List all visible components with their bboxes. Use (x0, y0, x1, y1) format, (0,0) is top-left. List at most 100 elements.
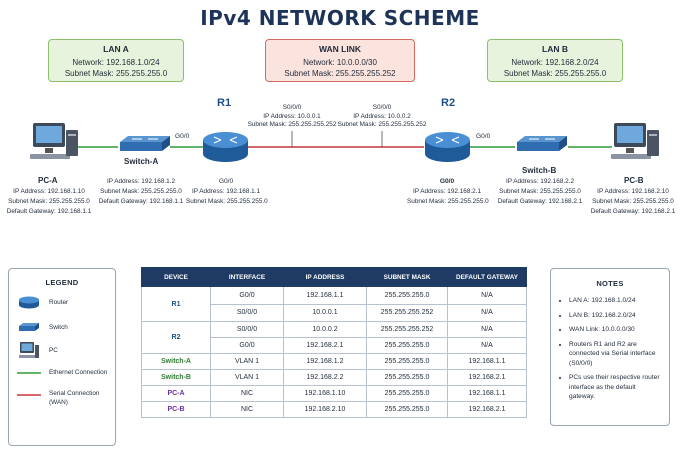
table-row: G0/0 192.168.2.1 255.255.255.0 N/A (142, 337, 527, 354)
legend-switch-label: Switch (49, 323, 68, 331)
legend-pc-label: PC (49, 346, 58, 354)
legend-router: Router (17, 295, 68, 309)
th-ip: IP ADDRESS (283, 267, 367, 287)
pc-b-info: IP Address: 192.168.2.10 Subnet Mask: 25… (590, 187, 676, 217)
table-row: PC-A NIC 192.168.1.10 255.255.255.0 192.… (141, 385, 527, 402)
lan-a-box: LAN A Network: 192.168.1.0/24 Subnet Mas… (48, 39, 184, 82)
r1-serial-ip: IP Address: 10.0.0.1 (263, 113, 321, 120)
cell-iface: G0/0 (210, 286, 284, 305)
r2-serial-ip: IP Address: 10.0.0.2 (353, 113, 411, 120)
pc-a-mask: Subnet Mask: 255.255.255.0 (8, 198, 90, 205)
r1-g-mask: Subnet Mask: 255.255.255.0 (186, 198, 268, 205)
note-item: Routers R1 and R2 are connected via Seri… (569, 340, 663, 369)
cell-device-pc-a: PC-A (141, 385, 211, 402)
cell-mask: 255.255.255.0 (366, 353, 448, 370)
cell-iface: NIC (210, 385, 284, 402)
r1-g-info: G0/0 IP Address: 192.168.1.1 Subnet Mask… (186, 177, 268, 207)
cell-mask: 255.255.255.252 (366, 321, 448, 338)
cell-gw: 192.168.2.1 (447, 369, 527, 386)
note-item: PCs use their respective router interfac… (569, 373, 663, 402)
r2-label: R2 (441, 97, 456, 109)
switch-a-mask: Subnet Mask: 255.255.255.0 (100, 188, 182, 195)
cell-gw: 192.168.2.1 (447, 401, 527, 418)
table-row: Switch-A VLAN 1 192.168.1.2 255.255.255.… (141, 353, 527, 370)
router-icon (19, 296, 39, 309)
legend-router-label: Router (49, 298, 69, 306)
serial-line-icon (17, 394, 41, 396)
pc-a-gw: Default Gateway: 192.168.1.1 (6, 208, 92, 215)
cell-iface: S0/0/0 (210, 303, 284, 322)
r1-serial-port: S0/0/0 (282, 104, 302, 111)
th-device: DEVICE (141, 267, 211, 287)
pc-icon (19, 342, 39, 358)
th-mask: SUBNET MASK (366, 267, 448, 287)
r1-g-ip: IP Address: 192.168.1.1 (191, 188, 261, 195)
address-table: DEVICE INTERFACE IP ADDRESS SUBNET MASK … (141, 267, 527, 418)
switch-b-name: Switch-B (522, 166, 557, 175)
cell-mask: 255.255.255.0 (366, 369, 448, 386)
cell-gw: 192.168.1.1 (447, 353, 527, 370)
switch-a-ip: IP Address: 192.168.1.2 (106, 178, 176, 185)
switch-b-ip: IP Address: 192.168.2.2 (505, 178, 575, 185)
r1-serial-mask: Subnet Mask: 255.255.255.252 (247, 121, 337, 128)
switch-b-icon (517, 136, 567, 151)
switch-a-name: Switch-A (124, 157, 159, 166)
lan-a-title: LAN A (103, 44, 129, 54)
r2-serial-mask: Subnet Mask: 255.255.255.252 (337, 121, 427, 128)
notes-list: LAN A: 192.168.1.0/24 LAN B: 192.168.2.0… (557, 296, 663, 402)
cell-device-r2: R2 (141, 321, 211, 354)
note-item: LAN A: 192.168.1.0/24 (569, 296, 663, 306)
table-row: PC-B NIC 192.168.2.10 255.255.255.0 192.… (141, 401, 527, 418)
switch-icon (19, 323, 39, 331)
table-row: R2 S0/0/0 10.0.0.2 255.255.255.252 N/A (141, 321, 527, 354)
cell-device-r1: R1 (141, 286, 211, 322)
cell-mask: 255.255.255.0 (366, 385, 448, 402)
cell-iface: S0/0/0 (210, 321, 284, 338)
wan-link-box: WAN LINK Network: 10.0.0.0/30 Subnet Mas… (265, 39, 415, 82)
switch-b-mask: Subnet Mask: 255.255.255.0 (499, 188, 581, 195)
lan-b-title: LAN B (542, 44, 568, 54)
cell-ip: 192.168.1.2 (283, 353, 367, 370)
pc-b-ip: IP Address: 192.168.2.10 (597, 188, 669, 195)
cell-gw: 192.168.1.1 (447, 385, 527, 402)
cell-gw: N/A (447, 321, 527, 338)
th-gateway: DEFAULT GATEWAY (447, 267, 527, 287)
topology-diagram (30, 123, 659, 162)
pc-b-name: PC-B (624, 176, 644, 185)
cell-ip: 192.168.1.1 (283, 286, 367, 305)
cell-ip: 192.168.1.10 (283, 385, 367, 402)
cell-gw: N/A (447, 303, 527, 322)
r2-g-ip: IP Address: 192.168.2.1 (412, 188, 482, 195)
pc-a-name: PC-A (38, 176, 58, 185)
table-header-row: DEVICE INTERFACE IP ADDRESS SUBNET MASK … (141, 267, 527, 287)
wan-network: Network: 10.0.0.0/30 (303, 58, 377, 67)
legend-serial: Serial Connection (WAN) (17, 389, 99, 407)
legend-ethernet-label: Ethernet Connection (49, 369, 108, 376)
address-table-wrap: DEVICE INTERFACE IP ADDRESS SUBNET MASK … (141, 267, 527, 418)
r1-serial-info: S0/0/0 IP Address: 10.0.0.1 Subnet Mask:… (246, 103, 338, 129)
legend-switch: Switch (17, 321, 68, 333)
legend-title: LEGEND (45, 278, 79, 287)
cell-device-switch-a: Switch-A (141, 353, 211, 370)
table-row: Switch-B VLAN 1 192.168.2.2 255.255.255.… (141, 369, 527, 386)
cell-ip: 192.168.2.2 (283, 369, 367, 386)
pc-b-icon (611, 123, 659, 159)
cell-ip: 192.168.2.1 (283, 337, 367, 354)
lan-a-mask: Subnet Mask: 255.255.255.0 (64, 69, 168, 78)
switch-a-icon (120, 136, 170, 151)
cell-device-switch-b: Switch-B (141, 369, 211, 386)
legend-ethernet: Ethernet Connection (17, 369, 107, 376)
note-item: LAN B: 192.168.2.0/24 (569, 311, 663, 321)
cell-ip: 192.168.2.10 (283, 401, 367, 418)
lan-b-network: Network: 192.168.2.0/24 (511, 58, 599, 67)
cell-iface: VLAN 1 (210, 369, 284, 386)
cell-iface: G0/0 (210, 337, 284, 354)
cell-mask: 255.255.255.252 (366, 303, 448, 322)
router-r1-icon (203, 132, 248, 162)
legend-panel: LEGEND Router Switch (8, 268, 116, 446)
r2-g-port-label: G0/0 (476, 133, 491, 140)
wan-mask: Subnet Mask: 255.255.255.252 (284, 69, 396, 78)
router-r2-icon (425, 132, 470, 162)
r2-g-mask: Subnet Mask: 255.255.255.0 (407, 198, 489, 205)
legend-serial-label: Serial Connection (WAN) (49, 390, 100, 406)
